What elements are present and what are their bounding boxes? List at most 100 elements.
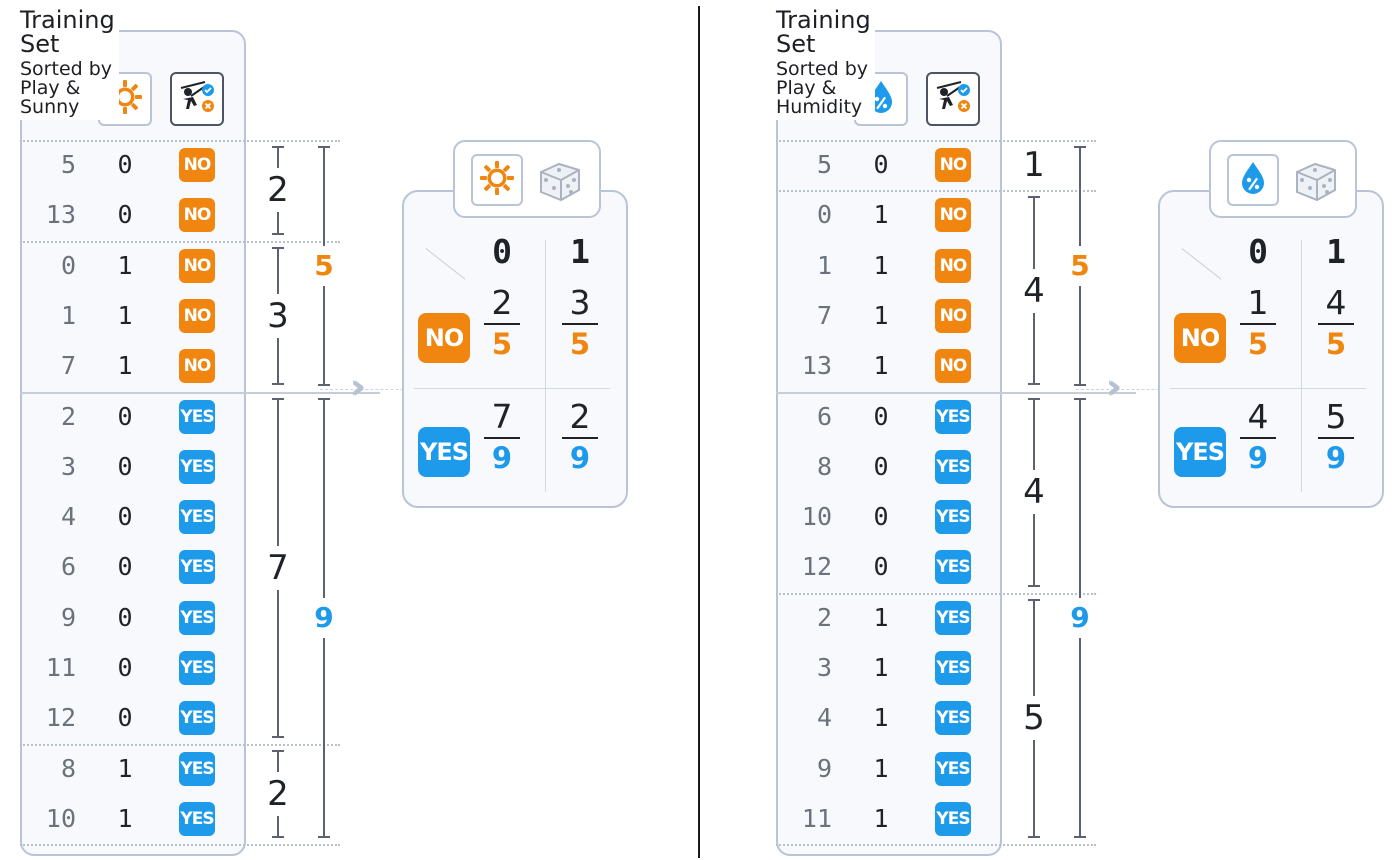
feature-value: 0	[117, 703, 133, 733]
feature-value: 1	[873, 200, 889, 230]
play-badge: NO	[935, 148, 971, 182]
group-bracket: 2	[261, 749, 295, 839]
fraction-numerator: 2	[491, 283, 513, 322]
feature-value: 0	[117, 451, 133, 481]
fraction-numerator: 4	[1247, 397, 1269, 436]
bracket-cap	[1028, 383, 1040, 386]
fraction-bar	[484, 437, 520, 439]
feature-value: 1	[117, 753, 133, 783]
play-badge: NO	[179, 148, 215, 182]
fraction-numerator: 4	[1325, 283, 1347, 322]
bracket-cap	[1028, 196, 1040, 199]
contingency-header	[453, 140, 601, 218]
contingency-column-header: 0	[492, 232, 512, 271]
group-count: 4	[1017, 268, 1051, 313]
group-count: 1	[1017, 143, 1051, 188]
bracket-cap	[1028, 598, 1040, 601]
group-separator	[776, 190, 1096, 193]
fraction-denominator: 5	[491, 327, 513, 361]
row-id: 8	[60, 753, 76, 783]
feature-value: 1	[873, 803, 889, 833]
panel-divider	[698, 6, 700, 858]
panel-subtitle: Sorted by Play & Sunny	[20, 58, 113, 118]
play-badge: YES	[935, 550, 971, 585]
row-id: 7	[60, 351, 76, 381]
fraction-bar	[562, 323, 598, 325]
dice-icon	[535, 154, 587, 206]
fraction-denominator: 9	[569, 441, 591, 475]
dice-icon	[1291, 154, 1343, 206]
play-badge: YES	[935, 751, 971, 786]
bracket-cap	[272, 146, 284, 148]
play-badge: NO	[179, 248, 215, 283]
bracket-cap	[318, 836, 330, 839]
play-badge: NO	[179, 298, 215, 333]
feature-value: 1	[873, 351, 889, 381]
row-id: 3	[816, 653, 832, 682]
bracket-cap	[1074, 146, 1086, 148]
table-row: 5 0 NO	[0, 140, 250, 190]
bracket-cap	[272, 735, 284, 738]
panel-title: Training Set	[776, 6, 871, 58]
feature-value: 0	[117, 502, 133, 532]
group-count: 5	[1017, 696, 1051, 741]
class-total-bracket: 5	[1066, 146, 1094, 386]
bracket-cap	[1028, 397, 1040, 400]
bracket-cap	[272, 383, 284, 386]
table-vline	[1301, 240, 1302, 492]
group-bracket: 1	[1017, 143, 1051, 188]
golfer-icon	[177, 77, 217, 122]
fraction-bar	[484, 323, 520, 325]
humidity-drop-icon	[861, 77, 901, 122]
feature-value: 0	[117, 552, 133, 582]
feature-value: 0	[117, 653, 133, 682]
fraction-bar	[1318, 437, 1354, 439]
target-column-header	[926, 72, 980, 126]
sun-icon	[477, 158, 517, 203]
fraction-denominator: 5	[1247, 327, 1269, 361]
feature-value: 0	[873, 150, 889, 179]
feature-value: 0	[873, 552, 889, 582]
table-hline	[414, 388, 610, 389]
bracket-cap	[1028, 584, 1040, 587]
group-bracket: 7	[261, 397, 295, 738]
row-id: 13	[45, 200, 76, 230]
group-count: 2	[261, 771, 295, 816]
contingency-header	[1209, 140, 1357, 218]
row-id: 5	[60, 150, 76, 179]
panel-title: Training Set	[20, 6, 115, 58]
contingency-column-header: 1	[1326, 232, 1346, 271]
double-chevron-icon: ››	[350, 367, 366, 407]
feature-value: 1	[873, 250, 889, 280]
bracket-cap	[272, 749, 284, 752]
fraction-numerator: 1	[1247, 283, 1269, 322]
bracket-cap	[272, 246, 284, 249]
fraction-numerator: 2	[569, 397, 591, 436]
bracket-cap	[1074, 397, 1086, 400]
play-badge: NO	[935, 248, 971, 283]
play-badge: YES	[179, 701, 215, 736]
group-separator	[776, 391, 1136, 394]
contingency-row-label: YES	[1174, 427, 1226, 477]
row-id: 9	[816, 753, 832, 783]
feature-value: 0	[117, 602, 133, 632]
feature-value: 1	[117, 803, 133, 833]
feature-value: 0	[117, 150, 133, 179]
row-id: 6	[60, 552, 76, 582]
group-separator	[20, 844, 340, 847]
sun-icon	[105, 77, 145, 122]
feature-value: 1	[873, 602, 889, 632]
